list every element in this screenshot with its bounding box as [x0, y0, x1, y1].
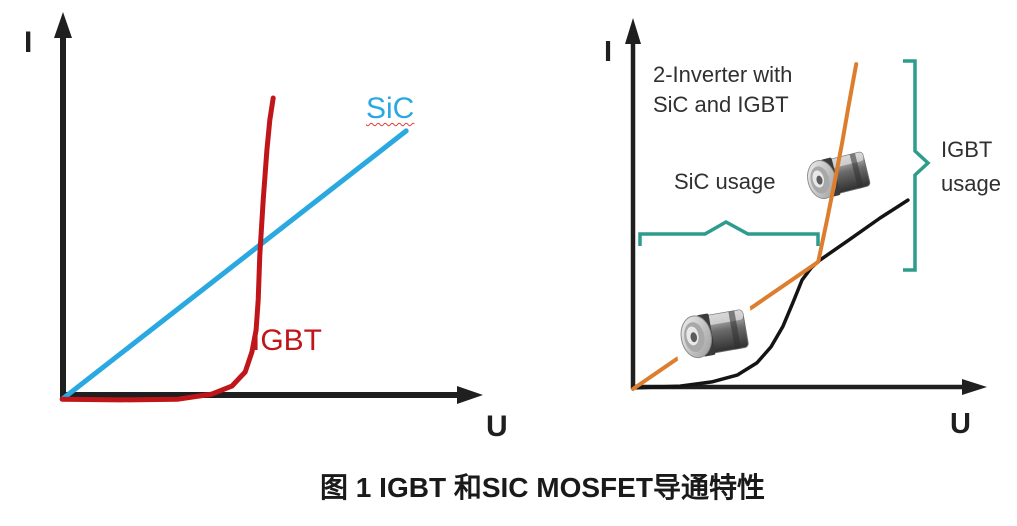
sic-usage-brace	[638, 219, 820, 246]
x-axis-arrow-icon	[457, 386, 483, 404]
left-y-axis-label: I	[24, 26, 33, 59]
figure-caption: 图 1 IGBT 和SIC MOSFET导通特性	[320, 472, 765, 503]
y-axis-arrow-icon	[625, 18, 641, 44]
right-axes	[625, 18, 987, 395]
y-axis-arrow-icon	[54, 12, 72, 38]
left-x-axis-label: U	[486, 410, 508, 443]
sic-series-label: SiC	[366, 92, 415, 125]
annotation-braces	[638, 59, 931, 272]
right-y-axis-label: I	[604, 36, 613, 68]
power-module-photo-lower	[670, 301, 758, 367]
sic-usage-label: SiC usage	[674, 169, 776, 194]
igbt-series-label: IGBT	[252, 324, 323, 357]
right-black-series-layer	[631, 198, 910, 390]
right-chart-canvas	[625, 18, 987, 395]
igbt-usage-brace	[903, 59, 931, 272]
igbt-usage-label: IGBT usage	[941, 137, 1001, 197]
right-orange-series-layer	[631, 62, 859, 391]
inverter-annotation: 2-Inverter with SiC and IGBT	[653, 62, 793, 118]
left-chart-canvas	[54, 12, 483, 404]
left-series-layer	[59, 95, 409, 403]
left-axes	[54, 12, 483, 404]
right-x-axis-label: U	[950, 408, 971, 440]
x-axis-arrow-icon	[962, 379, 987, 395]
